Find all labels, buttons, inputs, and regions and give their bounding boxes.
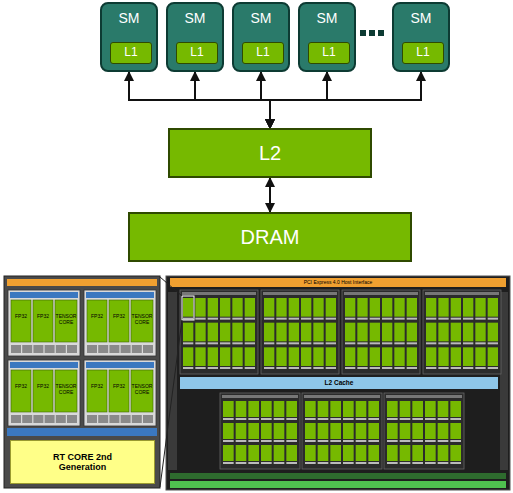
unit-label: FP32 <box>109 384 129 390</box>
unit-label: TENSOR CORE <box>55 384 77 395</box>
die-label: L2 Cache <box>180 379 498 386</box>
l1-cache-box: L1 <box>176 42 218 64</box>
unit-label: FP32 <box>109 314 129 320</box>
node-text: SM <box>185 10 206 26</box>
node-text: L1 <box>322 46 335 60</box>
sm-box: L1 SM <box>392 2 450 72</box>
node-text: SM <box>411 10 432 26</box>
unit-label: TENSOR CORE <box>131 384 153 395</box>
node-text: L2 <box>259 142 281 165</box>
sm-partitions <box>8 290 156 426</box>
die-label: PCI Express 4.0 Host Interface <box>170 280 506 286</box>
sm-box: L1 SM <box>232 2 290 72</box>
sm-zoom-panel <box>4 276 160 488</box>
l2-cache-box: L2 <box>168 128 372 178</box>
unit-label: FP32 <box>87 314 107 320</box>
unit-label: FP32 <box>33 314 53 320</box>
l1-cache-box: L1 <box>110 42 152 64</box>
sm-box: L1 SM <box>100 2 158 72</box>
unit-label: TENSOR CORE <box>131 314 153 325</box>
unit-label: FP32 <box>33 384 53 390</box>
bus-connector <box>269 178 271 212</box>
node-text: RT CORE 2nd Generation <box>44 452 122 473</box>
bus-connector <box>270 72 421 128</box>
bus-connector <box>195 72 270 128</box>
node-text: L1 <box>416 46 429 60</box>
ellipsis-dots <box>360 30 384 36</box>
l1-cache-box: L1 <box>402 42 444 64</box>
unit-label: FP32 <box>87 384 107 390</box>
rt-core-box: RT CORE 2nd Generation <box>10 440 155 484</box>
zoom-leader-lines <box>160 277 194 487</box>
dram-box: DRAM <box>128 212 412 262</box>
gpc-blocks <box>180 290 501 469</box>
node-text: SM <box>317 10 338 26</box>
node-text: L1 <box>124 46 137 60</box>
node-text: L1 <box>190 46 203 60</box>
unit-label: TENSOR CORE <box>55 314 77 325</box>
bus-connector <box>261 72 270 128</box>
unit-label: FP32 <box>11 314 31 320</box>
sm-box: L1 SM <box>166 2 224 72</box>
l1-cache-box: L1 <box>242 42 284 64</box>
bus-connector <box>129 72 270 128</box>
sm-box: L1 SM <box>298 2 356 72</box>
gpu-die <box>166 276 510 490</box>
node-text: SM <box>119 10 140 26</box>
node-text: DRAM <box>241 226 300 249</box>
unit-label: FP32 <box>11 384 31 390</box>
node-text: L1 <box>256 46 269 60</box>
node-text: SM <box>251 10 272 26</box>
l1-cache-box: L1 <box>308 42 350 64</box>
